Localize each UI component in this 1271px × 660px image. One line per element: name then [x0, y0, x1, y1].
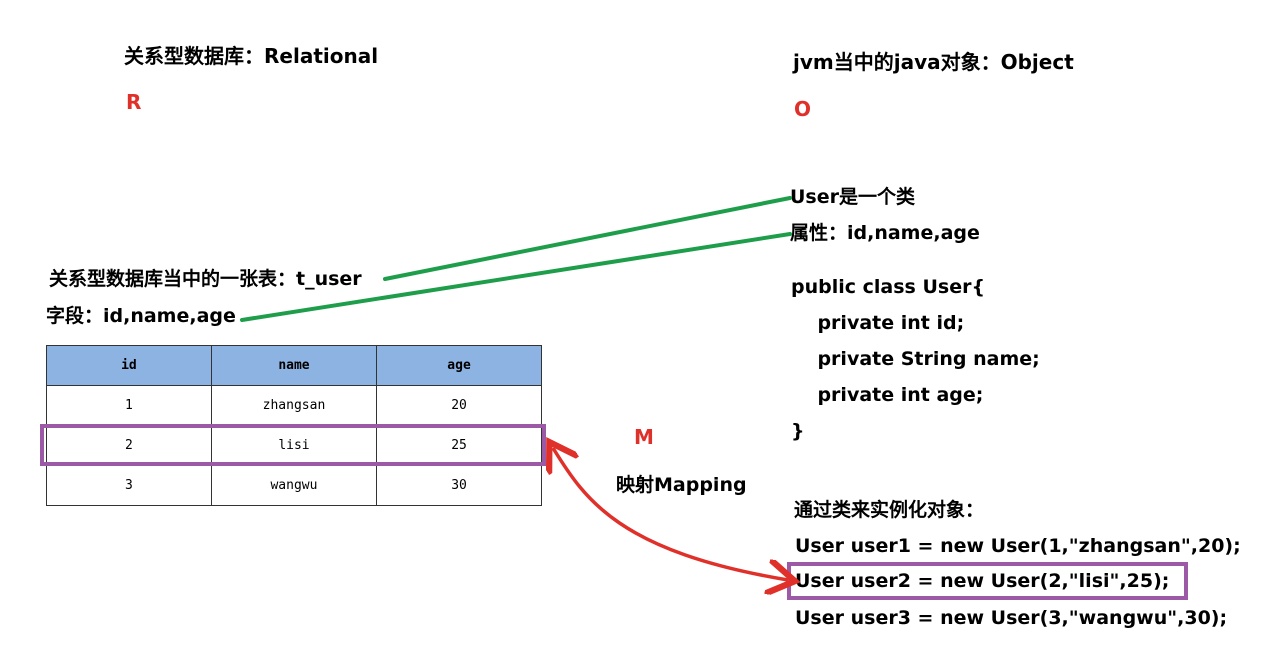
attrs-line: 属性：id,name,age	[790, 222, 980, 244]
table-row: 3 wangwu 30	[46, 465, 542, 506]
table-name-line: 关系型数据库当中的一张表：t_user	[49, 268, 362, 290]
table-row: 1 zhangsan 20	[46, 385, 542, 426]
user-table: id name age 1 zhangsan 20 2 lisi 25 3 wa…	[46, 345, 542, 506]
connector-fields-to-attrs	[240, 232, 792, 322]
code-line: }	[791, 420, 805, 442]
cell-age: 30	[376, 465, 542, 506]
object-title: jvm当中的java对象：Object	[793, 50, 1074, 74]
class-line: User是一个类	[790, 186, 915, 208]
instance-line-2: User user2 = new User(2,"lisi",25);	[795, 570, 1170, 592]
header-name: name	[210, 345, 378, 386]
table-header-row: id name age	[46, 345, 542, 386]
code-line: public class User{	[791, 276, 985, 298]
relational-title: 关系型数据库：Relational	[124, 44, 379, 68]
header-age: age	[376, 345, 542, 386]
mapping-double-arrow	[553, 448, 788, 580]
fields-line: 字段：id,name,age	[46, 305, 236, 327]
letter-o: O	[794, 97, 812, 121]
cell-id: 1	[46, 385, 212, 426]
cell-name: wangwu	[210, 465, 378, 506]
letter-r: R	[126, 90, 142, 114]
header-id: id	[46, 345, 212, 386]
row-highlight-box	[40, 424, 546, 466]
code-line: private int age;	[791, 384, 984, 406]
code-line: private int id;	[791, 312, 965, 334]
cell-id: 3	[46, 465, 212, 506]
cell-age: 20	[376, 385, 542, 426]
code-line: private String name;	[791, 348, 1040, 370]
instance-line-1: User user1 = new User(1,"zhangsan",20);	[795, 535, 1241, 557]
connector-table-to-class	[383, 196, 792, 281]
instantiate-title: 通过类来实例化对象：	[794, 499, 985, 521]
instance-line-3: User user3 = new User(3,"wangwu",30);	[795, 607, 1228, 629]
cell-name: lisi	[210, 425, 378, 466]
